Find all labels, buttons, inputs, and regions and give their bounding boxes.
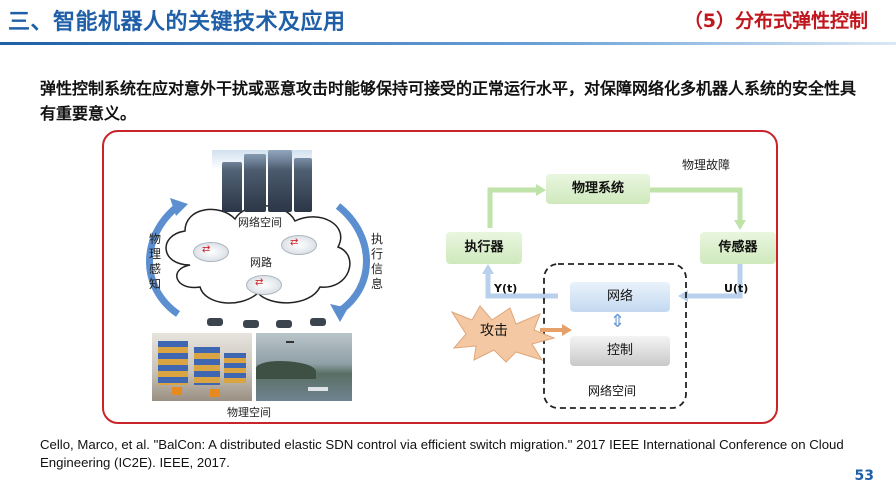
curved-arrow-down-icon (330, 203, 370, 322)
router-arrows-icon: ⇄ (202, 244, 211, 255)
physical-fault-label: 物理故障 (682, 158, 731, 172)
cloud-shape (165, 205, 351, 304)
physical-system-box: 物理系统 (546, 174, 650, 204)
sensor-box: 传感器 (700, 232, 776, 264)
router-arrows-icon: ⇄ (255, 277, 264, 288)
router-arrows-icon: ⇄ (290, 237, 299, 248)
router-icon (193, 242, 229, 262)
router-icon (246, 275, 282, 295)
server-cluster (212, 150, 312, 212)
header-divider (0, 42, 896, 45)
wireless-router-icon (310, 318, 326, 326)
physical-sensing-label: 物理感知 (148, 232, 161, 291)
bidirectional-arrow-icon: ⇕ (610, 311, 626, 332)
cyber-space-label: 网络空间 (238, 216, 282, 229)
slide-subtitle: （5）分布式弹性控制 (683, 10, 868, 32)
page-number: 53 (854, 468, 874, 484)
router-icon (281, 235, 317, 255)
attack-arrow-icon (540, 324, 572, 336)
u-signal-label: U(t) (724, 282, 749, 295)
y-signal-label: Y(t) (494, 282, 518, 295)
figure-frame (102, 130, 778, 424)
citation-text: Cello, Marco, et al. "BalCon: A distribu… (40, 437, 844, 470)
slide-title: 三、智能机器人的关键技术及应用 (8, 10, 346, 35)
wireless-router-icon (243, 320, 259, 328)
warehouse-photo (152, 333, 252, 401)
cyber-space-caption: 网络空间 (588, 384, 637, 398)
network-label: 网路 (250, 256, 272, 269)
attack-burst-icon (450, 305, 556, 363)
control-loop-arrows (482, 184, 746, 409)
wireless-router-icon (207, 318, 223, 326)
actuator-box: 执行器 (446, 232, 522, 264)
sea-landscape-photo (256, 333, 352, 401)
control-box: 控制 (570, 336, 670, 366)
network-box: 网络 (570, 282, 670, 312)
intro-paragraph: 弹性控制系统在应对意外干扰或恶意攻击时能够保持可接受的正常运行水平，对保障网络化… (40, 79, 857, 123)
curved-arrow-up-icon (146, 198, 188, 317)
wireless-router-icon (276, 320, 292, 328)
attack-label: 攻击 (480, 323, 508, 339)
physical-space-label: 物理空间 (227, 406, 271, 419)
execution-info-label: 执行信息 (370, 232, 383, 291)
